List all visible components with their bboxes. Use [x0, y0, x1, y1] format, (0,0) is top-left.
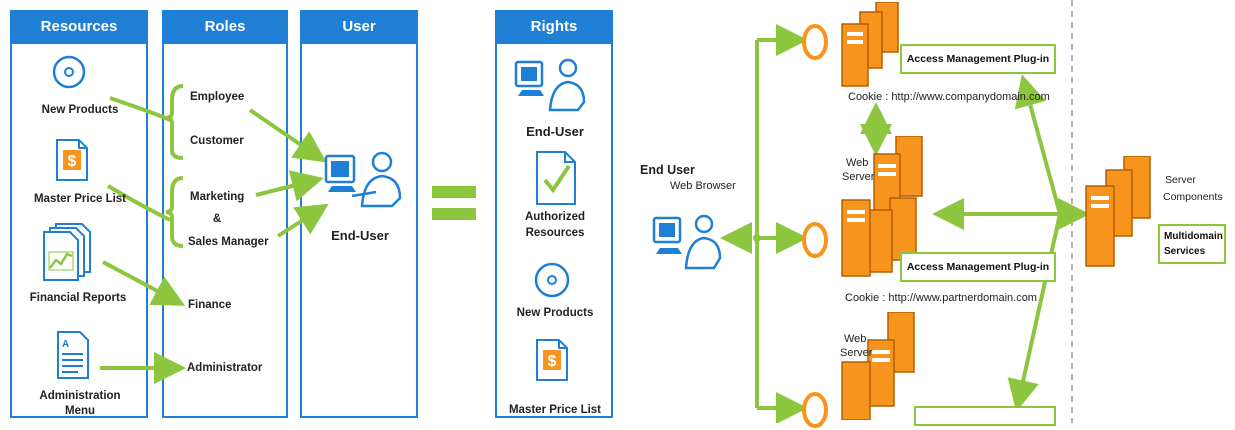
roles-panel: Roles [162, 10, 288, 418]
svg-text:A: A [62, 339, 69, 350]
financial-reports-icon [43, 223, 91, 281]
resource-master-price-list: Master Price List [33, 193, 127, 205]
resources-header: Resources [10, 10, 148, 44]
roles-header: Roles [162, 10, 288, 44]
resource-administration: Administration [39, 390, 121, 402]
marketing-sales-brace [165, 176, 184, 248]
rights-price-document-icon: $ [536, 339, 568, 381]
role-ampersand: & [212, 213, 222, 225]
server-cluster-bottom-icon [841, 312, 915, 420]
reports-to-finance-line [102, 260, 186, 306]
sales-to-enduser-arrow [276, 203, 329, 238]
rights-cd-icon [534, 262, 570, 298]
rights-new-products: New Products [516, 307, 594, 319]
end-user-computer-icon [324, 151, 402, 208]
multidomain-line2: Services [1164, 246, 1206, 257]
svg-text:$: $ [548, 353, 557, 370]
role-employee: Employee [190, 91, 245, 103]
marketing-to-enduser-arrow [255, 170, 324, 202]
cookie-partner: Cookie : http://www.partnerdomain.com [845, 292, 1037, 304]
web-browser-label: Web Browser [670, 180, 736, 192]
multidomain-services-box: Multidomain Services [1158, 224, 1226, 264]
user-header: User [300, 10, 418, 44]
web-server-label-1b: Server [842, 171, 875, 183]
rights-resources: Resources [525, 227, 585, 239]
rights-end-user-icon [514, 58, 586, 112]
access-plugin-box-top: Access Management Plug-in [900, 44, 1056, 74]
multidomain-line1: Multidomain [1164, 231, 1223, 242]
resource-financial-reports: Financial Reports [29, 292, 127, 304]
role-finance: Finance [188, 299, 232, 311]
web-server-label-2a: Web [844, 333, 867, 345]
rights-header: Rights [495, 10, 613, 44]
web-server-label-2b: Server [840, 347, 873, 359]
rights-authorized: Authorized [524, 211, 586, 223]
svg-text:$: $ [68, 153, 77, 170]
user-panel: User [300, 10, 418, 418]
employee-to-enduser-arrow [248, 108, 327, 163]
access-plugin-box-bottom [914, 406, 1056, 426]
cd-icon [52, 55, 86, 89]
endpoint-ring-middle [802, 222, 828, 258]
cookie-company: Cookie : http://www.companydomain.com [848, 91, 1050, 103]
newproducts-to-employee-line [109, 96, 171, 122]
access-plugin-box-middle: Access Management Plug-in [900, 252, 1056, 282]
equals-bar-top [432, 186, 476, 198]
web-browser-user-icon [652, 214, 722, 270]
web-server-label-1a: Web [846, 157, 869, 169]
rights-master-price-list: Master Price List [508, 404, 602, 416]
end-user-title: End User [640, 163, 695, 177]
role-sales-manager: Sales Manager [188, 236, 269, 248]
admin-menu-icon: A [57, 331, 89, 379]
role-customer: Customer [190, 135, 244, 147]
pricelist-to-marketing-line [106, 184, 171, 222]
authorized-document-icon [536, 151, 576, 205]
server-components-line2: Components [1163, 191, 1223, 203]
price-document-icon: $ [56, 139, 88, 181]
endpoint-ring-top [802, 24, 828, 60]
role-administrator: Administrator [187, 362, 263, 374]
equals-bar-bottom [432, 208, 476, 220]
role-marketing: Marketing [190, 191, 245, 203]
rights-end-user-label: End-User [526, 124, 584, 139]
server-components-icon [1085, 156, 1151, 267]
server-cluster-middle-icon [841, 136, 923, 277]
resource-new-products: New Products [41, 104, 119, 116]
server-cluster-top-icon [841, 2, 899, 87]
resource-menu: Menu [64, 405, 96, 417]
server-components-line1: Server [1165, 174, 1196, 186]
endpoint-ring-bottom [802, 392, 828, 428]
end-user-label: End-User [331, 228, 389, 243]
